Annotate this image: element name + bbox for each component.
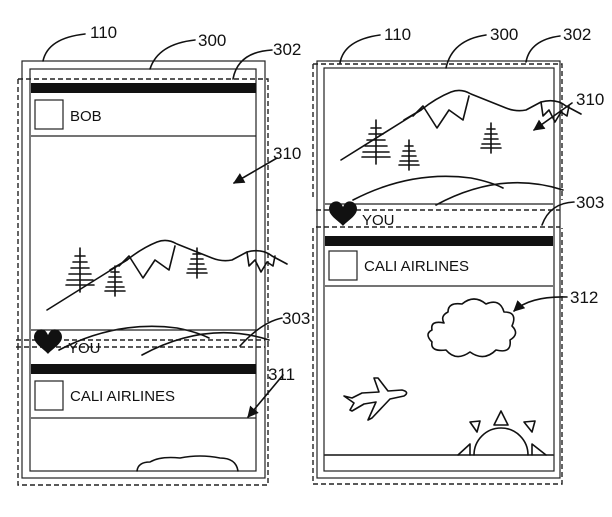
- post-author: CALI AIRLINES: [364, 258, 469, 275]
- heart-icon[interactable]: [34, 329, 62, 354]
- svg-text:110: 110: [384, 25, 411, 44]
- reaction-label: YOU: [68, 340, 101, 357]
- left-reference-labels: 110 300 302 310 303 311: [42, 23, 310, 418]
- svg-text:312: 312: [570, 288, 598, 307]
- svg-text:311: 311: [268, 365, 295, 384]
- airplane-drawing: [343, 377, 408, 421]
- avatar[interactable]: [34, 99, 64, 130]
- heart-icon[interactable]: [329, 201, 357, 226]
- post-author: CALI AIRLINES: [70, 388, 175, 405]
- reaction-label: YOU: [362, 212, 395, 229]
- device-outline: [316, 60, 561, 479]
- right-reference-labels: 110 300 302 310 303 312: [339, 25, 604, 312]
- feed-post-bob[interactable]: BOB YOU: [31, 83, 288, 357]
- svg-text:110: 110: [90, 23, 117, 42]
- cloud-drawing: [427, 298, 517, 358]
- device-outline: [21, 60, 266, 479]
- feed-post-cali-airlines[interactable]: CALI AIRLINES: [31, 364, 256, 472]
- post-header-bar: [31, 364, 256, 374]
- post-author: BOB: [70, 108, 102, 125]
- post-header-bar: [31, 83, 256, 93]
- left-device: BOB YOU CALI AIRLINES: [16, 60, 288, 486]
- mountain-landscape-image[interactable]: [340, 89, 582, 206]
- feed-post-cali-airlines[interactable]: CALI AIRLINES: [324, 236, 554, 456]
- svg-text:310: 310: [273, 144, 301, 163]
- mountain-landscape-image[interactable]: [46, 239, 288, 356]
- svg-text:310: 310: [576, 90, 604, 109]
- display-outline: [323, 67, 555, 472]
- svg-text:300: 300: [490, 25, 518, 44]
- right-device: YOU CALI AIRLINES: [312, 60, 582, 485]
- svg-text:303: 303: [282, 309, 310, 328]
- sun-drawing: [457, 410, 547, 456]
- sky-image[interactable]: [324, 298, 554, 456]
- svg-text:303: 303: [576, 193, 604, 212]
- viewport-boundary: [18, 78, 269, 345]
- svg-text:302: 302: [563, 25, 591, 44]
- viewport-boundary: [312, 63, 563, 200]
- post-header-bar: [325, 236, 553, 246]
- feed-post-bob[interactable]: YOU: [325, 89, 582, 229]
- svg-text:300: 300: [198, 31, 226, 50]
- avatar[interactable]: [328, 250, 358, 281]
- cloud-image-partial[interactable]: [136, 455, 239, 472]
- avatar[interactable]: [34, 380, 64, 411]
- svg-text:302: 302: [273, 40, 301, 59]
- display-outline: [29, 68, 257, 472]
